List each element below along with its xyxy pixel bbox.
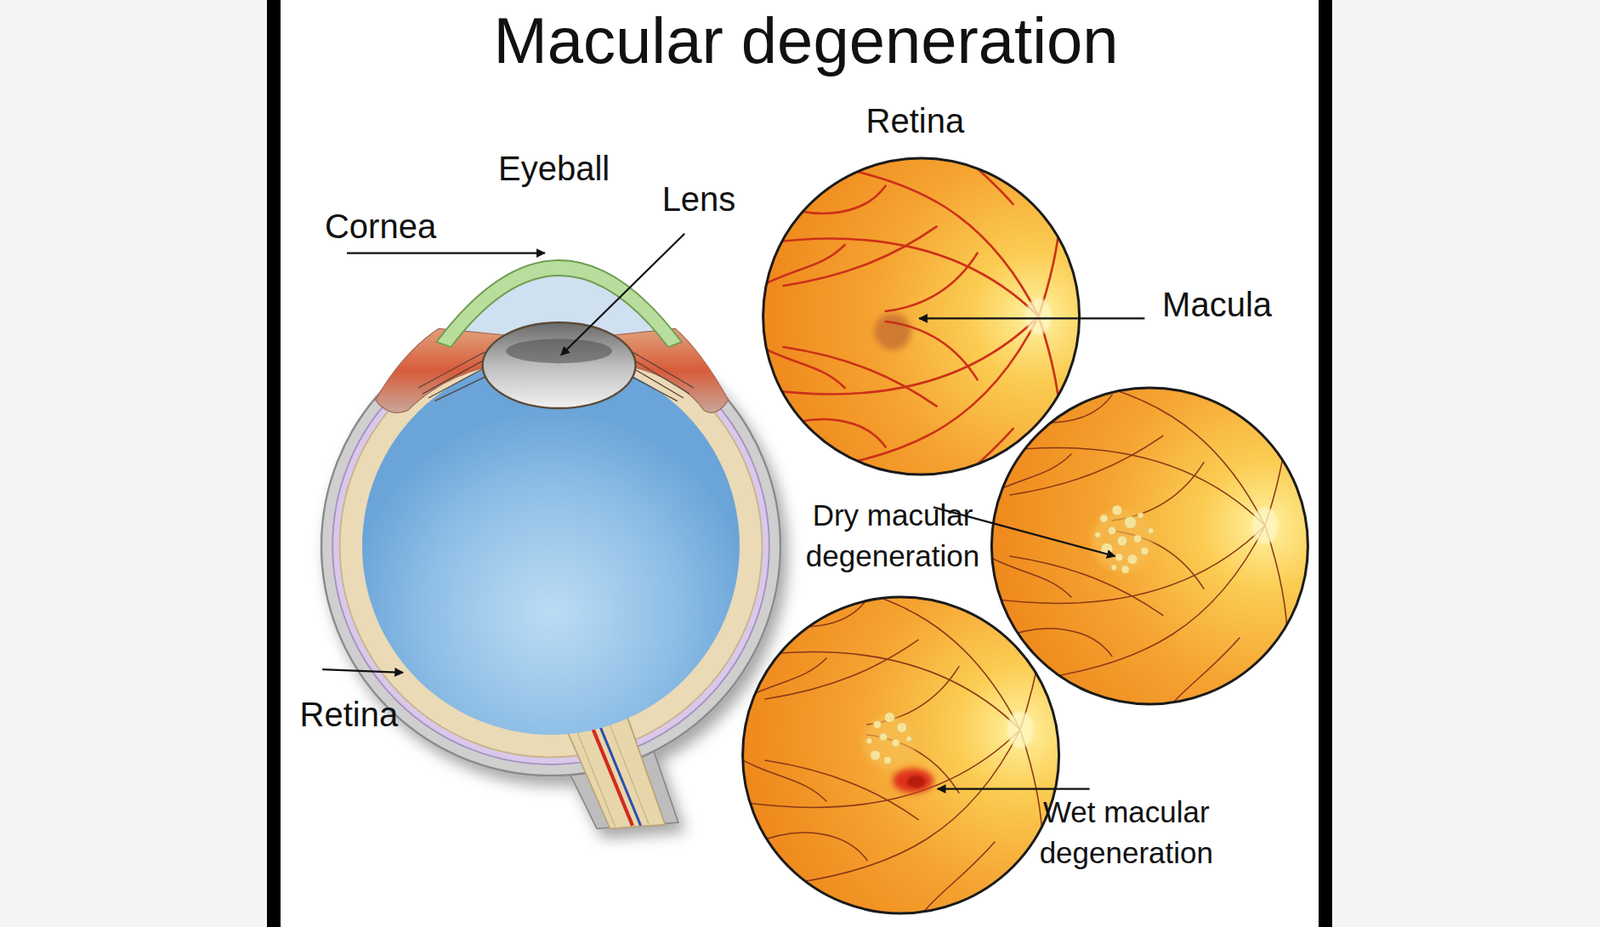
part-label: Eyeball: [498, 149, 610, 188]
part-label: Cornea: [324, 207, 437, 245]
part-label: Dry macular degeneration: [805, 494, 980, 577]
part-label: Retina: [866, 102, 965, 140]
part-label: Retina: [300, 695, 399, 733]
part-label: Lens: [662, 180, 737, 218]
part-label: Macula: [1162, 285, 1272, 324]
diagram-title: Macular degeneration: [493, 5, 1118, 77]
part-label: Wet macular degeneration: [1039, 791, 1214, 874]
